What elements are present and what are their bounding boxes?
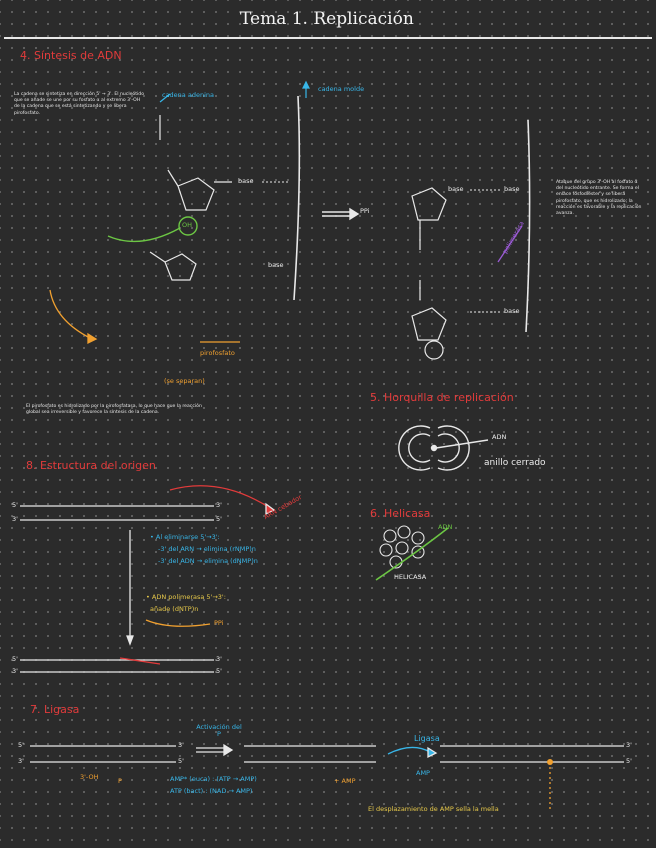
s7-eq1: AMP* (euca) : (ATP → AMP) — [170, 776, 257, 783]
s8-tick-3d: 3' — [12, 668, 18, 675]
s4-base-2: base — [268, 262, 284, 269]
s8-line-2: -3' del ARN → elimina (rNMP)n — [158, 546, 256, 553]
ring-diagram — [399, 426, 488, 470]
s7-ligasa: Ligasa — [414, 734, 440, 743]
s7-oh: 3'-OH — [80, 774, 98, 781]
s4-ppi: PPi — [360, 208, 370, 215]
s4-paragraph-bottom: El pirofosfato es hidrolizado por la pir… — [26, 404, 206, 416]
s7-tick-5c: 5' — [626, 758, 632, 765]
s4-label-cadena-molde: cadena molde — [318, 86, 366, 93]
s4-base-4: base — [504, 186, 520, 193]
s8-ppi: PPi — [214, 620, 224, 627]
s7-tick-3b: 3' — [18, 758, 24, 765]
s8-line-4: • ADN polimerasa 5'→3': — [146, 594, 226, 601]
s8-line-1: • Al eliminarse 5'→3': — [150, 534, 220, 541]
s8-tick-3a: 3' — [216, 502, 222, 509]
s7-bottom-note: El desplazamiento de AMP sella la mella — [368, 806, 508, 813]
s7-tick-5a: 5' — [18, 742, 24, 749]
pyrophosphate-arrow — [50, 290, 240, 343]
main-reaction-arrow — [322, 209, 358, 219]
s4-base-5: base — [504, 308, 520, 315]
s8-tick-5a: 5' — [12, 502, 18, 509]
nucleotide-right — [412, 188, 446, 359]
s4-paragraph-left: La cadena se sintetiza en dirección 5' →… — [14, 92, 146, 117]
s7-p: P — [118, 778, 122, 785]
origin-diagram — [20, 486, 274, 672]
section-4-heading: 4. Síntesis de ADN — [20, 50, 122, 63]
s7-amp: AMP — [416, 770, 430, 777]
section-6-heading: 6. Helicasa — [370, 508, 430, 521]
s4-pirofosfato: pirofosfato — [200, 350, 235, 357]
s8-line-5: añade (dNTP)n — [150, 606, 198, 613]
s4-oh-label: OH — [182, 222, 192, 229]
s6-adn-label: ADN — [438, 524, 452, 531]
s6-helicasa-label: HELICASA — [394, 574, 426, 581]
s8-tick-3b: 3' — [12, 516, 18, 523]
page-title: Tema 1. Replicación — [240, 10, 414, 30]
s7-tick-5b: 5' — [178, 758, 184, 765]
s4-se-separan: (se separan) — [164, 378, 205, 385]
nucleotide-left — [150, 115, 232, 280]
s8-tick-3c: 3' — [216, 656, 222, 663]
template-strands — [294, 96, 530, 332]
s8-tick-5c: 5' — [12, 656, 18, 663]
s8-tick-5d: 5' — [216, 668, 222, 675]
s4-paragraph-right: Ataque del grupo 3'-OH al fosfato α del … — [556, 180, 646, 217]
section-5-heading: 5. Horquilla de replicación — [370, 392, 514, 405]
s7-activacion: Activación del P — [196, 724, 242, 739]
s4-label-adenina: cadena adenina — [162, 92, 222, 99]
s5-adn-label: ADN — [492, 434, 506, 441]
s7-mas-amp: + AMP — [334, 778, 356, 785]
s5-anillo-label: anillo cerrado — [484, 458, 546, 468]
s7-tick-3c: 3' — [626, 742, 632, 749]
section-8-heading: 8. Estructura del origen — [26, 460, 156, 473]
s8-line-3: -3' del ADN → elimina (dNMP)n — [158, 558, 258, 565]
s7-tick-3a: 3' — [178, 742, 184, 749]
s4-base-1: base — [238, 178, 254, 185]
s8-tick-5b: 5' — [216, 516, 222, 523]
helicase-diagram — [376, 526, 448, 580]
s7-eq2: ATP (bact) : (NAD → AMP) — [170, 788, 252, 795]
section-7-heading: 7. Ligasa — [30, 704, 79, 717]
s4-base-3: base — [448, 186, 464, 193]
